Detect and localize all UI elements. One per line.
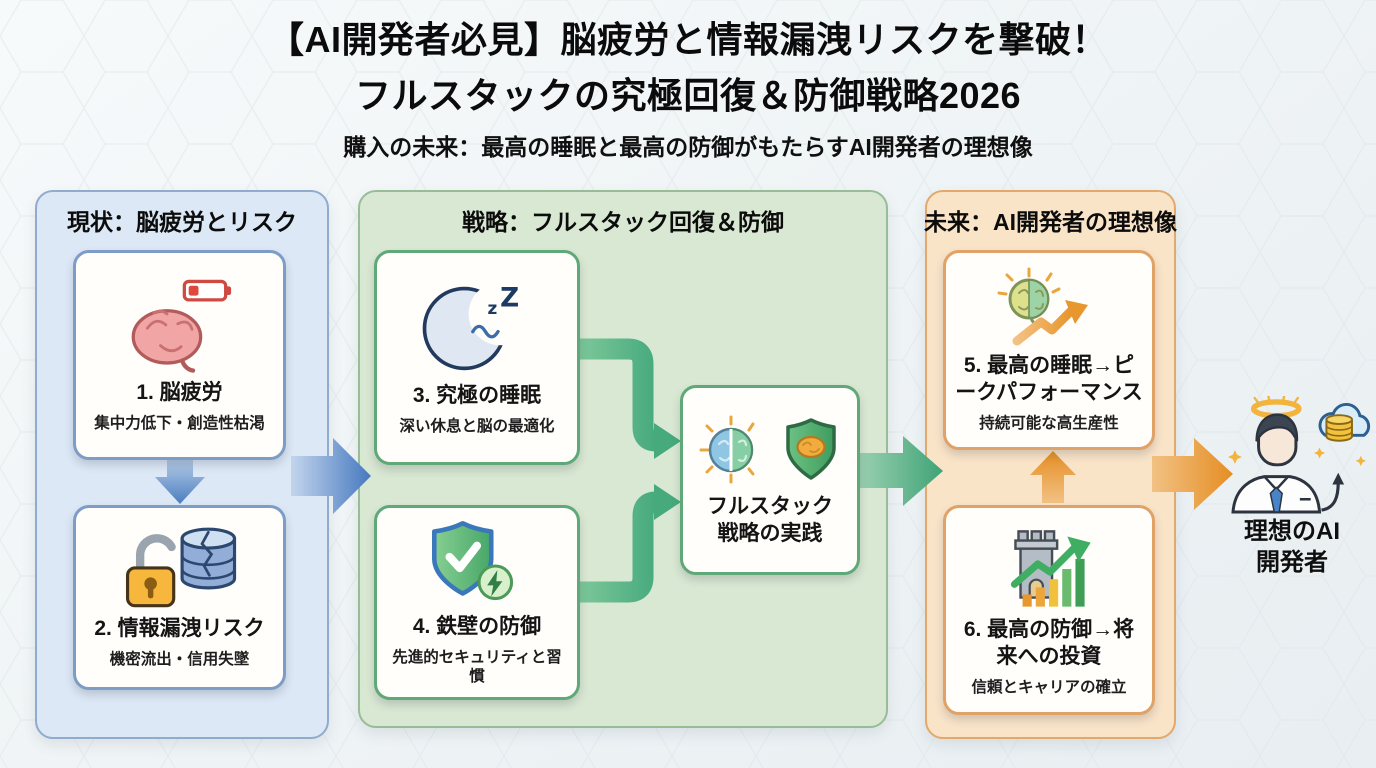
card-title: 5. 最高の睡眠→ピークパフォーマンス — [955, 353, 1143, 404]
energized-brain-growth-icon — [988, 267, 1110, 349]
page-title-line2: フルスタックの究極回復＆防御戦略2026 — [354, 74, 1022, 116]
card-title: 1. 脳疲労 — [136, 381, 223, 405]
page-title-line1: 【AI開発者必見】脳疲労と情報漏洩リスクを撃破！ — [267, 19, 1108, 60]
fortress-growth-chart-icon — [988, 523, 1110, 613]
card-title: 3. 究極の睡眠 — [412, 383, 542, 407]
shield-check-energy-icon — [416, 518, 538, 610]
tired-brain-low-battery-icon — [114, 276, 246, 376]
unlocked-data-breach-icon — [116, 526, 244, 612]
goal-label-line1: 理想のAI — [1244, 518, 1340, 545]
card-subtitle: 先進的セキュリティと習慣 — [392, 649, 562, 685]
sparkles — [1228, 447, 1366, 467]
sleep-moon-icon: z Z — [414, 279, 540, 379]
card-subtitle: 集中力低下・創造性枯渇 — [94, 415, 265, 433]
page-subtitle: 購入の未来：最高の睡眠と最高の防御がもたらすAI開発者の理想像 — [343, 134, 1033, 160]
svg-text:Z: Z — [500, 283, 519, 313]
goal-ideal-developer: 理想のAI 開発者 — [1212, 394, 1372, 578]
card-ultimate-sleep: z Z 3. 究極の睡眠 深い休息と脳の最適化 — [374, 250, 580, 465]
card-brain-fatigue: 1. 脳疲労 集中力低下・創造性枯渇 — [73, 250, 286, 460]
card-data-leak-risk: 2. 情報漏洩リスク 機密流出・信用失墜 — [73, 505, 286, 690]
card-title: 4. 鉄壁の防御 — [412, 615, 542, 639]
card-future-investment: 6. 最高の防御→将来への投資 信頼とキャリアの確立 — [943, 505, 1155, 715]
card-title: 2. 情報漏洩リスク — [94, 616, 265, 640]
goal-label-line2: 開発者 — [1256, 549, 1328, 577]
card-peak-performance: 5. 最高の睡眠→ピークパフォーマンス 持続可能な高生産性 — [943, 250, 1155, 450]
card-subtitle: 機密流出・信用失墜 — [109, 650, 250, 668]
card-iron-defense: 4. 鉄壁の防御 先進的セキュリティと習慣 — [374, 505, 580, 700]
brain-shield-icon — [695, 412, 845, 490]
panel-current-header: 現状：脳疲労とリスク — [67, 209, 297, 235]
center-card-line2: 戦略の実践 — [717, 522, 823, 545]
card-subtitle: 持続可能な高生産性 — [979, 414, 1119, 432]
svg-text:z: z — [488, 298, 498, 318]
card-subtitle: 深い休息と脳の最適化 — [399, 417, 555, 435]
card-fullstack-practice: フルスタック 戦略の実践 — [680, 385, 860, 575]
card-subtitle: 信頼とキャリアの確立 — [971, 678, 1127, 696]
goal-label: 理想のAI 開発者 — [1212, 516, 1372, 578]
page-title: 【AI開発者必見】脳疲労と情報漏洩リスクを撃破！ フルスタックの究極回復＆防御戦… — [0, 12, 1376, 124]
ideal-ai-developer-icon — [1212, 394, 1372, 514]
card-title: 6. 最高の防御→将来への投資 — [963, 617, 1135, 668]
card-title: フルスタック 戦略の実践 — [707, 494, 833, 548]
panel-future-header: 未来：AI開発者の理想像 — [924, 209, 1177, 235]
panel-strategy-header: 戦略：フルスタック回復＆防御 — [462, 209, 784, 235]
center-card-line1: フルスタック — [707, 495, 833, 519]
